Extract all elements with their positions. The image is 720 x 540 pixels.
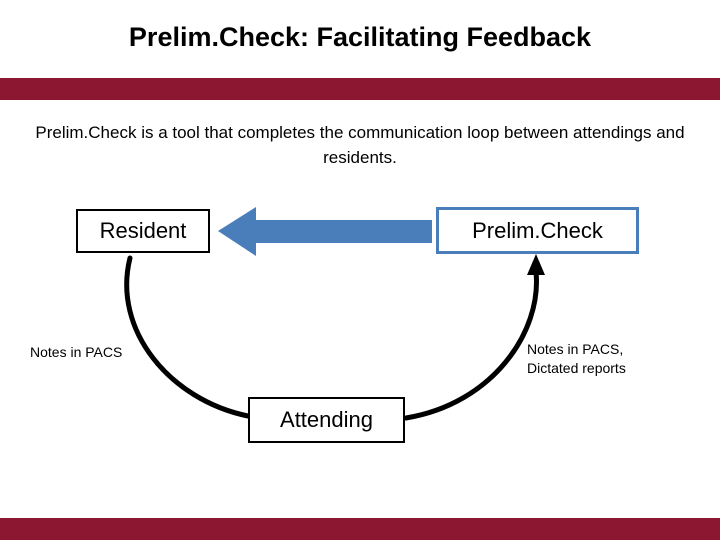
accent-bar-bottom: [0, 518, 720, 540]
edge-label-right-line1: Notes in PACS,: [527, 341, 624, 357]
intro-paragraph: Prelim.Check is a tool that completes th…: [35, 123, 685, 167]
edge-label-left: Notes in PACS: [30, 344, 123, 360]
accent-bar-top: [0, 78, 720, 100]
curve-attending-to-prelimcheck: [403, 269, 539, 421]
edge-label-right-line2: Dictated reports: [527, 360, 626, 376]
arrowhead-to-prelimcheck: [527, 254, 545, 275]
page-title: Prelim.Check: Facilitating Feedback: [128, 22, 592, 52]
curve-resident-to-attending: [124, 255, 251, 419]
node-resident[interactable]: Resident: [76, 209, 210, 253]
block-arrow-prelim-to-resident: [218, 207, 432, 256]
node-resident-label: Resident: [99, 218, 187, 243]
edge-label-right: Notes in PACS, Dictated reports: [527, 340, 697, 378]
node-prelimcheck-label: Prelim.Check: [472, 217, 603, 243]
node-attending-label: Attending: [280, 407, 373, 432]
node-prelimcheck[interactable]: Prelim.Check: [436, 207, 639, 254]
node-attending[interactable]: Attending: [248, 397, 405, 443]
